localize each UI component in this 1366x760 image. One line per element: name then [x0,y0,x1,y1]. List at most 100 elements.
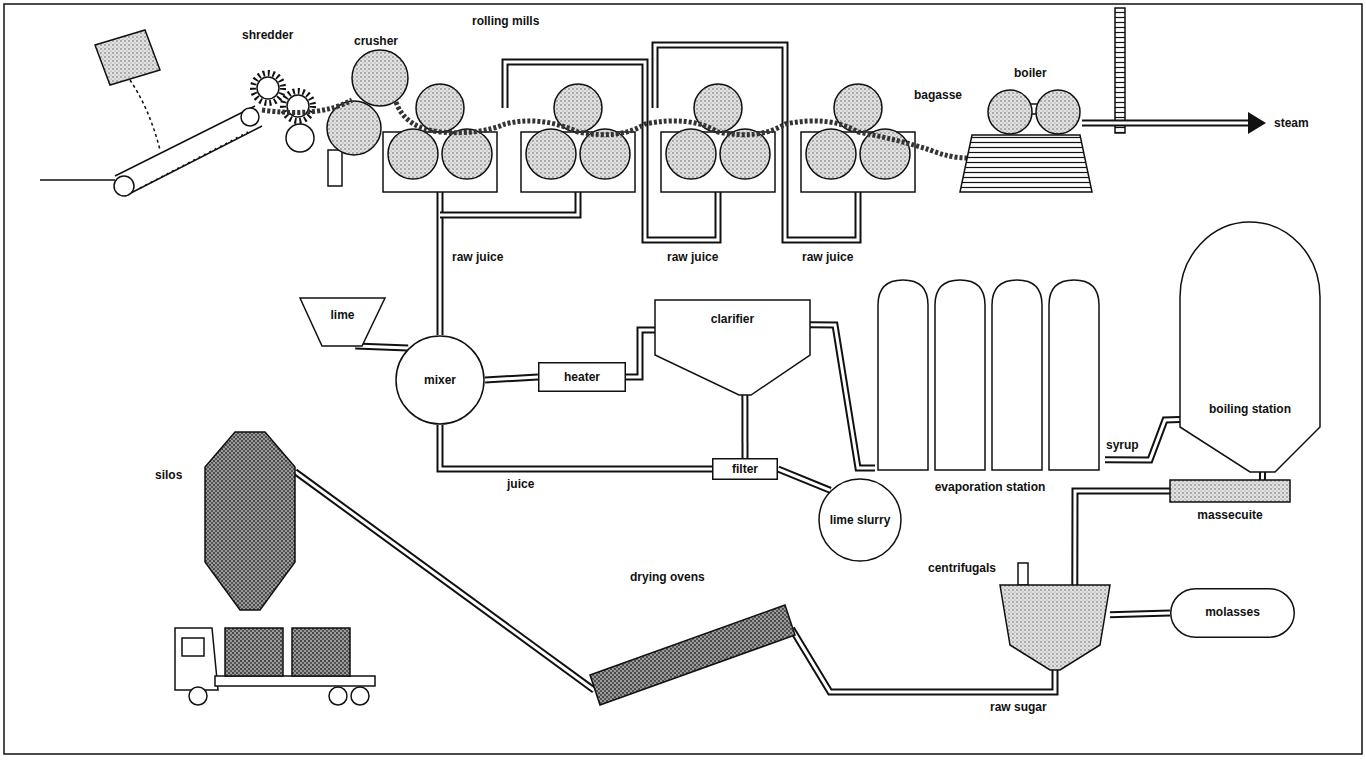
massecuite-trough-shape [1170,480,1290,502]
pipe-connector [626,330,655,377]
illustration-part [95,30,160,85]
illustration-part [286,124,314,152]
illustration-part [960,135,1092,192]
centrifugal-motor [1018,563,1028,585]
cane-mat [262,100,968,158]
pipe-outer [295,472,594,691]
part-label: bagasse [912,88,964,102]
massecuite-trough: massecuite [1170,480,1290,528]
node-label: filter [732,462,758,476]
pipe-connector [440,425,712,469]
illustration-part [655,45,858,240]
drying-oven-shape [590,605,795,705]
shape-outline [1000,585,1110,670]
part-label: boiler [1012,66,1049,80]
part-label: raw juice [450,250,505,264]
pipe-label: raw sugar [988,700,1049,714]
illustration-part [125,126,262,196]
illustration-part [416,84,464,132]
illustration-part [253,73,283,103]
part-label: crusher [352,34,400,48]
pipe-outer [741,395,748,458]
slurry-tank-shape [819,479,901,561]
illustration-part [666,129,716,179]
illustration-part [440,192,578,215]
pipe-inner [355,346,408,348]
illustration-part [1082,120,1250,127]
node-label: heater [564,370,600,384]
illustration-part [292,628,350,676]
pipe-connector [355,346,408,348]
part-label: rolling mills [470,14,541,28]
rolling-mills [383,84,915,192]
heater-box-shape [539,363,626,392]
illustration-part [225,628,283,676]
node-label: centrifugals [928,561,996,575]
illustration-part [175,628,218,690]
illustration-part [241,108,259,126]
pipe-inner [295,472,594,691]
illustration-part [440,192,578,215]
mixer-circle: mixer [395,335,485,425]
boiler [960,90,1092,192]
pipe-connector [778,469,830,490]
illustration-part [580,129,630,179]
illustration-part [388,129,438,179]
lime-hopper-shape [300,298,385,346]
shape-outline [590,600,800,710]
clarifier-tank-shape [655,300,810,395]
illustration-part [988,90,1032,134]
molasses-tank-shape [1171,589,1295,638]
conveyor [40,30,262,196]
illustration-part [1036,90,1080,134]
filter-box: filter [712,458,778,480]
steam-arrow [1082,112,1266,134]
pipe-outer [440,425,712,469]
pipe-connector [1075,491,1170,585]
heater-box: heater [538,362,626,392]
illustration-part [257,77,279,99]
node-label: clarifier [711,312,754,326]
node-label: boiling station [1209,402,1291,416]
node-label: silos [155,468,182,482]
part-label: steam [1272,116,1311,130]
illustration-part [351,687,369,705]
pipe-inner [1261,472,1264,480]
pipe-connector [485,377,538,380]
pipe-label: juice [505,477,536,491]
mixer-circle-shape [396,336,484,424]
pipe-inner [626,330,655,377]
illustration-part [554,84,602,132]
shape-outline [875,280,1105,502]
part-label: raw juice [800,250,855,264]
pipe-outer [626,330,655,377]
pipe-inner [485,377,538,380]
molasses-tank: molasses [1170,588,1295,638]
silo: silos [205,432,295,612]
pipe-inner [1075,491,1170,585]
illustration-part [130,80,160,150]
evaporator-group: evaporation station [875,280,1105,502]
filter-box-shape [713,459,778,480]
pipe-outer [810,325,875,468]
illustration-part [327,101,381,155]
illustration-part [1082,122,1250,125]
lime-hopper: lime [300,298,385,346]
pipe-outer [1075,491,1170,585]
frame [4,4,1362,754]
part-label: raw juice [665,250,720,264]
shape-outline [300,298,385,346]
pipe-connector [295,472,594,691]
pipes [440,45,858,335]
pipe-inner [1110,613,1170,615]
pipe-inner [440,425,712,469]
pipe-outer [1110,613,1170,615]
centrifugal-bowl-shape [1000,585,1110,670]
illustration-part [140,132,248,188]
illustration-part [505,62,718,240]
pipe-outer [778,469,830,490]
illustration-part [526,129,576,179]
pipe-label: syrup [1104,438,1141,452]
illustration-part [352,50,408,106]
